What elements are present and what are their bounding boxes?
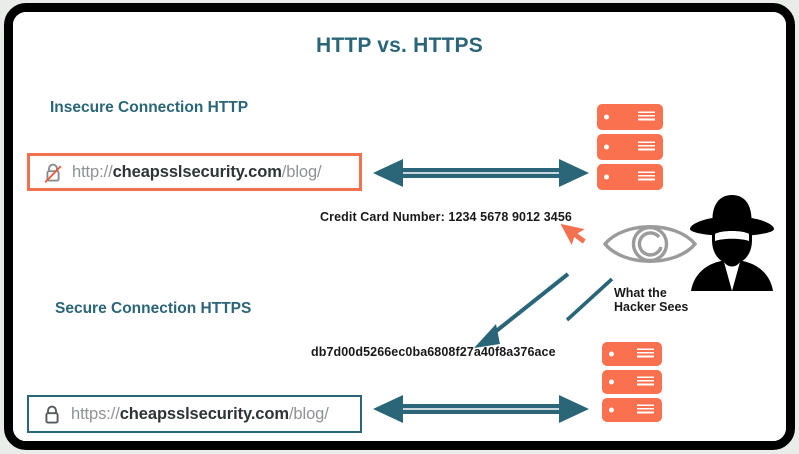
infographic-canvas: HTTP vs. HTTPS Insecure Connection HTTP … — [13, 12, 786, 441]
encrypted-hash-label: db7d00d5266ec0ba6808f27a40f8a376ace — [311, 345, 556, 359]
page-title: HTTP vs. HTTPS — [316, 34, 483, 57]
url-bar-http[interactable]: http://cheapsslsecurity.com/blog/ — [27, 153, 362, 191]
url-path-http: /blog/ — [281, 162, 322, 181]
credit-card-plaintext-label: Credit Card Number: 1234 5678 9012 3456 — [320, 210, 572, 224]
closed-padlock-icon — [39, 401, 65, 427]
url-bar-https[interactable]: https://cheapsslsecurity.com/blog/ — [27, 395, 362, 433]
eye-icon — [602, 215, 698, 278]
url-domain-http: cheapsslsecurity.com — [112, 162, 282, 181]
section-heading-secure-https: Secure Connection HTTPS — [55, 300, 252, 317]
server-vents-icon — [637, 404, 654, 416]
server-led-icon — [604, 144, 609, 150]
server-unit — [597, 164, 663, 190]
server-led-icon — [609, 351, 614, 357]
server-vents-icon — [638, 141, 655, 153]
mouse-cursor-icon — [560, 216, 595, 257]
section-heading-insecure-http: Insecure Connection HTTP — [50, 99, 249, 116]
arrow-down-left-icon — [464, 270, 572, 357]
hacker-silhouette-icon — [686, 192, 778, 297]
server-led-icon — [604, 114, 609, 120]
server-vents-icon — [637, 348, 654, 360]
hacker-sees-leader-line — [564, 277, 616, 328]
connection-arrow-https — [373, 394, 589, 429]
url-scheme-http: http:// — [72, 162, 113, 181]
server-vents-icon — [638, 111, 655, 123]
server-led-icon — [609, 379, 614, 385]
server-led-icon — [609, 407, 614, 413]
infographic-frame: HTTP vs. HTTPS Insecure Connection HTTP … — [4, 3, 795, 450]
server-led-icon — [604, 174, 609, 180]
server-stack-https — [602, 342, 662, 426]
server-vents-icon — [638, 171, 655, 183]
server-unit — [597, 104, 663, 130]
server-unit — [602, 398, 662, 422]
server-stack-http — [597, 104, 663, 194]
url-text-http: http://cheapsslsecurity.com/blog/ — [72, 163, 322, 182]
url-path-https: /blog/ — [288, 404, 329, 423]
connection-arrow-http — [373, 158, 589, 193]
url-text-https: https://cheapsslsecurity.com/blog/ — [71, 405, 329, 424]
server-vents-icon — [637, 376, 654, 388]
url-scheme-https: https:// — [71, 404, 120, 423]
server-unit — [602, 342, 662, 366]
unlocked-padlock-crossed-icon — [40, 159, 66, 185]
server-unit — [602, 370, 662, 394]
url-domain-https: cheapsslsecurity.com — [119, 404, 289, 423]
server-unit — [597, 134, 663, 160]
